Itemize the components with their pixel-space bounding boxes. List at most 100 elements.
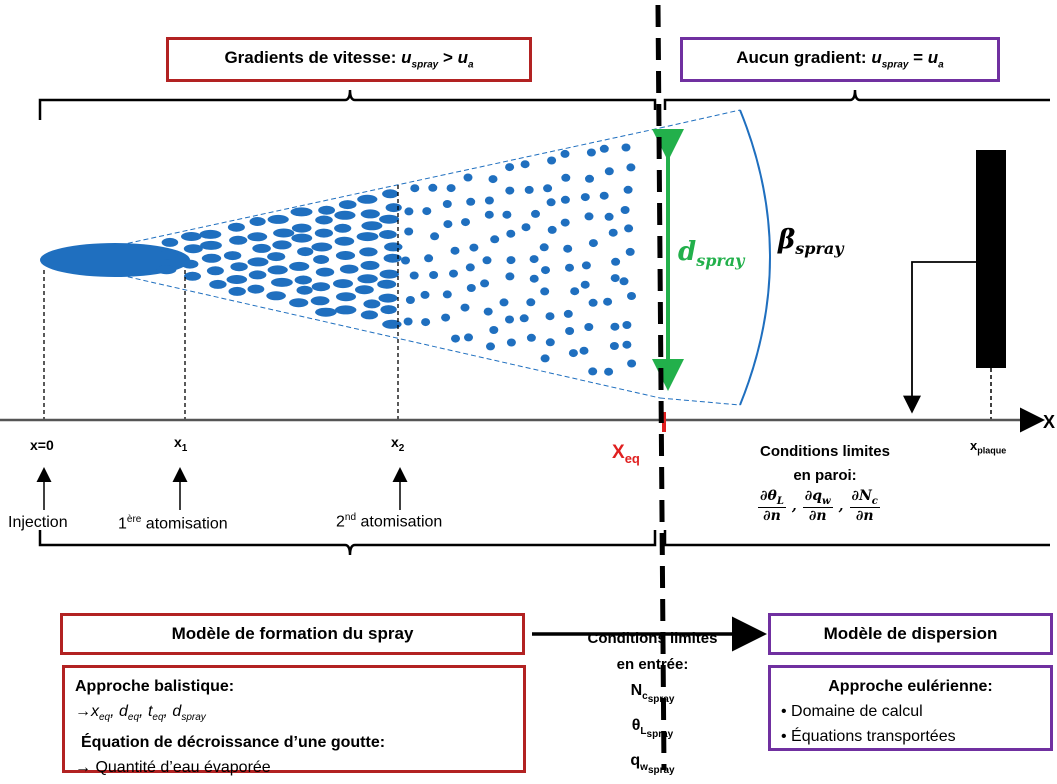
- droplet: [377, 279, 397, 289]
- droplet: [363, 299, 381, 309]
- droplet: [380, 305, 397, 315]
- droplet-decay-equation: Équation de décroissance d’une goutte:: [81, 734, 386, 752]
- droplet: [379, 230, 397, 239]
- wall-conditions-line1: Conditions limites: [759, 443, 890, 460]
- x0-label: x=0: [30, 437, 54, 453]
- velocity-gradient-text: Gradients de vitesse: uspray > ua: [224, 48, 474, 71]
- xeq-separator: [655, 4, 667, 771]
- droplet: [584, 323, 594, 331]
- droplet: [560, 195, 570, 204]
- formation-model-title-box: Modèle de formation du spray: [60, 613, 525, 655]
- droplet: [359, 247, 378, 257]
- droplet: [451, 334, 460, 343]
- droplet: [336, 292, 356, 302]
- xplaque-label: xplaque: [970, 438, 1007, 456]
- dtheta-dn: ∂θL ∂n: [758, 488, 786, 524]
- droplet: [547, 225, 557, 234]
- droplet: [181, 259, 199, 269]
- bottom-right-brace: [663, 530, 1050, 547]
- droplet: [460, 303, 470, 312]
- droplet: [506, 338, 516, 347]
- bottom-left-brace: [38, 530, 657, 556]
- droplet: [484, 210, 494, 219]
- droplet: [334, 210, 356, 220]
- droplet: [248, 270, 267, 280]
- droplet: [267, 214, 289, 224]
- droplet: [428, 183, 438, 192]
- inlet-conditions: Conditions limites en entrée: Ncspray θL…: [555, 626, 750, 784]
- droplet: [541, 266, 550, 275]
- dispersion-model-title-box: Modèle de dispersion: [768, 613, 1053, 655]
- droplet: [338, 200, 357, 210]
- droplet: [183, 244, 203, 254]
- droplet: [505, 272, 515, 281]
- droplet: [297, 247, 314, 257]
- droplet: [334, 236, 355, 246]
- droplet: [449, 269, 458, 278]
- dq-dn: ∂qw ∂n: [802, 488, 833, 524]
- x2-label: x2: [391, 434, 405, 454]
- droplet: [200, 240, 222, 250]
- ballistic-output-3: dspray: [172, 703, 206, 724]
- droplet: [563, 309, 573, 318]
- dispersion-model-title: Modèle de dispersion: [823, 624, 998, 643]
- droplet: [247, 232, 268, 242]
- droplet: [405, 296, 415, 304]
- droplet: [334, 223, 352, 233]
- droplet: [267, 265, 288, 275]
- droplet: [505, 163, 515, 172]
- droplet: [561, 173, 571, 182]
- droplet: [588, 367, 598, 376]
- droplet: [156, 265, 177, 275]
- droplet: [385, 203, 402, 213]
- droplet: [545, 312, 555, 321]
- droplet: [623, 185, 633, 194]
- droplet: [610, 322, 620, 331]
- eulerian-approach: Approche eulérienne:: [828, 678, 993, 695]
- droplet: [429, 271, 439, 279]
- droplet: [315, 307, 337, 317]
- droplet: [404, 207, 414, 216]
- axis-x-label: X: [1043, 412, 1056, 432]
- droplet: [588, 239, 598, 248]
- inlet-conditions-line2: en entrée:: [616, 656, 689, 673]
- droplet: [158, 250, 178, 260]
- droplet: [568, 349, 578, 358]
- droplet: [489, 326, 499, 334]
- droplet: [540, 287, 550, 296]
- droplet: [546, 198, 556, 207]
- droplet: [545, 338, 555, 347]
- droplet: [421, 318, 431, 327]
- droplet: [384, 242, 403, 252]
- droplet: [382, 319, 402, 329]
- droplet: [410, 184, 420, 193]
- droplet: [401, 256, 410, 265]
- droplet: [442, 290, 452, 299]
- droplet: [247, 284, 265, 294]
- droplet: [565, 263, 574, 272]
- droplet: [430, 232, 440, 241]
- droplet: [599, 191, 609, 200]
- spray-cone: [40, 109, 771, 406]
- droplet: [505, 186, 515, 195]
- droplet: [357, 194, 378, 204]
- droplet: [382, 189, 399, 199]
- droplet: [310, 296, 330, 306]
- spray-droplets: [156, 143, 637, 376]
- droplet: [502, 210, 512, 219]
- droplet: [339, 264, 359, 274]
- droplet: [469, 243, 479, 252]
- droplet: [356, 232, 379, 242]
- droplet: [252, 243, 271, 253]
- droplet: [580, 280, 590, 289]
- droplet: [291, 233, 313, 243]
- ballistic-approach: Approche balistique:: [75, 678, 235, 695]
- droplet: [360, 310, 378, 320]
- droplet: [315, 267, 335, 277]
- droplet: [611, 257, 621, 266]
- ballistic-output-1: deq: [119, 703, 140, 724]
- no-gradient-text: Aucun gradient: uspray = ua: [736, 48, 944, 71]
- second-atomisation-label: 2nd atomisation: [336, 512, 443, 531]
- droplet: [230, 262, 248, 272]
- droplet: [505, 315, 514, 324]
